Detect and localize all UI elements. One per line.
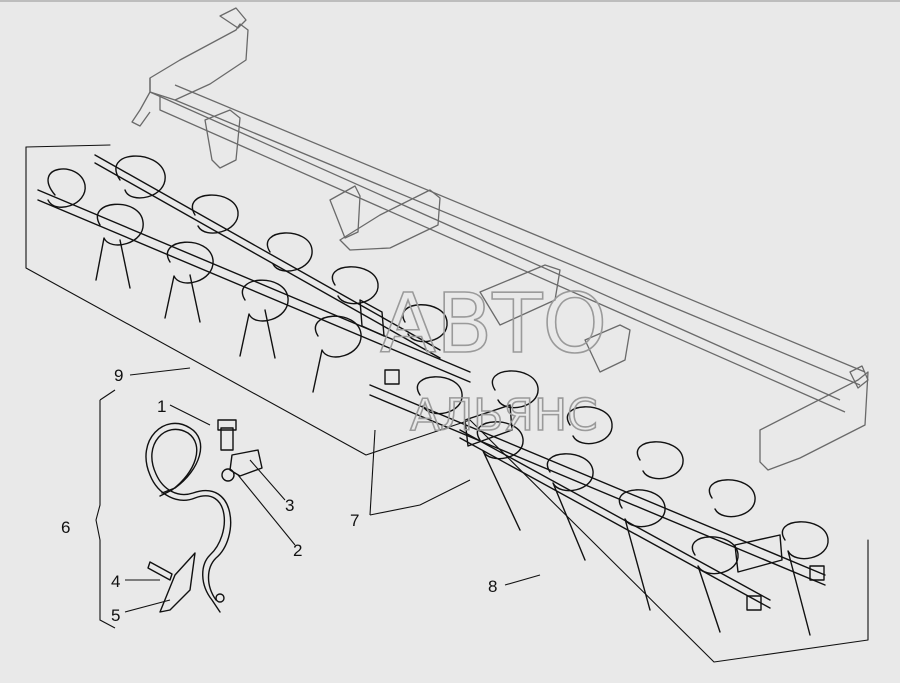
clamp bbox=[229, 449, 263, 477]
callout-8: 8 bbox=[488, 577, 497, 596]
nut bbox=[221, 468, 235, 482]
point-bolt bbox=[147, 561, 173, 581]
top-border bbox=[0, 0, 900, 2]
watermark-line1: АВТО bbox=[380, 277, 607, 372]
callout-7: 7 bbox=[350, 511, 359, 530]
callout-5: 5 bbox=[111, 606, 120, 625]
main-frame bbox=[131, 7, 869, 471]
callout-3: 3 bbox=[285, 496, 294, 515]
callout-labels: 1 2 3 4 5 6 7 8 9 bbox=[61, 366, 497, 625]
callout-6: 6 bbox=[61, 518, 70, 537]
leader-lines bbox=[95, 367, 541, 629]
callout-2: 2 bbox=[293, 541, 302, 560]
watermark: АВТО АЛЬЯНС bbox=[379, 276, 608, 442]
callout-4: 4 bbox=[111, 572, 120, 591]
point bbox=[159, 552, 196, 613]
point-nut bbox=[215, 593, 225, 603]
rotor-group-right bbox=[369, 370, 869, 663]
spring-tine bbox=[145, 422, 225, 613]
callout-9: 9 bbox=[114, 366, 123, 385]
bolt bbox=[220, 427, 234, 451]
rotor-group-left bbox=[25, 144, 471, 456]
bolt-head bbox=[217, 419, 237, 431]
tine-assembly bbox=[145, 419, 263, 613]
callout-1: 1 bbox=[157, 397, 166, 416]
watermark-line2: АЛЬЯНС bbox=[410, 390, 598, 441]
